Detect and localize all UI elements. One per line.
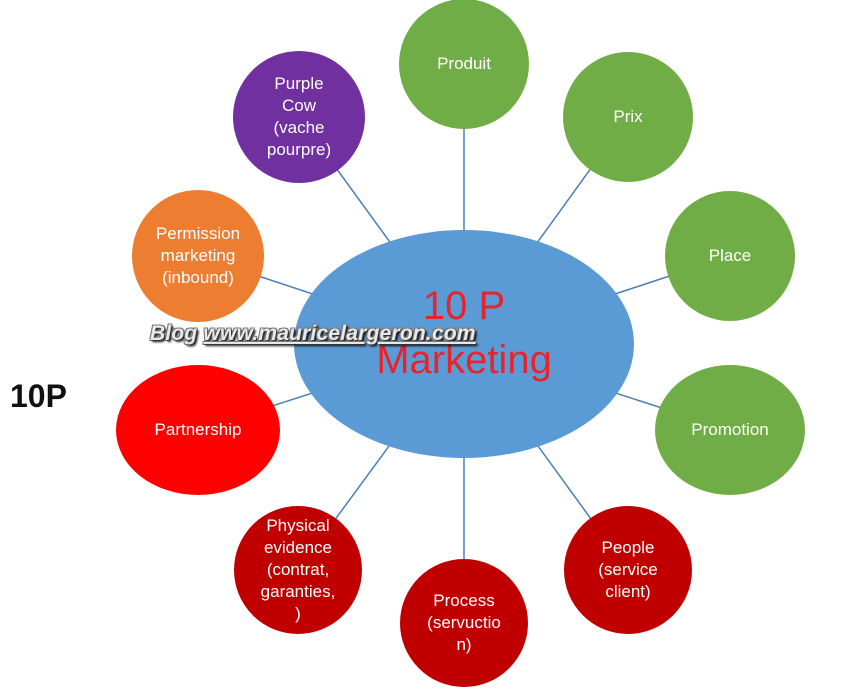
node-circle-people xyxy=(564,506,692,634)
node-circle-place xyxy=(665,191,795,321)
watermark: Blog www.mauricelargeron.com xyxy=(150,322,476,346)
center-title: 10 P Marketing xyxy=(354,284,574,382)
side-label: 10P xyxy=(10,378,67,414)
node-circle-produit xyxy=(399,0,529,129)
watermark-url: www.mauricelargeron.com xyxy=(203,322,476,345)
node-circle-prix xyxy=(563,52,693,182)
center-title-line1: 10 P xyxy=(422,284,506,328)
node-circle-permission-marketing xyxy=(132,190,264,322)
node-circle-partnership xyxy=(116,365,280,495)
node-circle-purple-cow xyxy=(233,51,365,183)
node-circle-promotion xyxy=(655,365,805,495)
watermark-prefix: Blog xyxy=(150,322,204,345)
node-circle-process xyxy=(400,559,528,687)
center-ellipse xyxy=(294,230,634,458)
center-title-line2: Marketing xyxy=(376,338,552,382)
node-circle-physical-evidence xyxy=(234,506,362,634)
